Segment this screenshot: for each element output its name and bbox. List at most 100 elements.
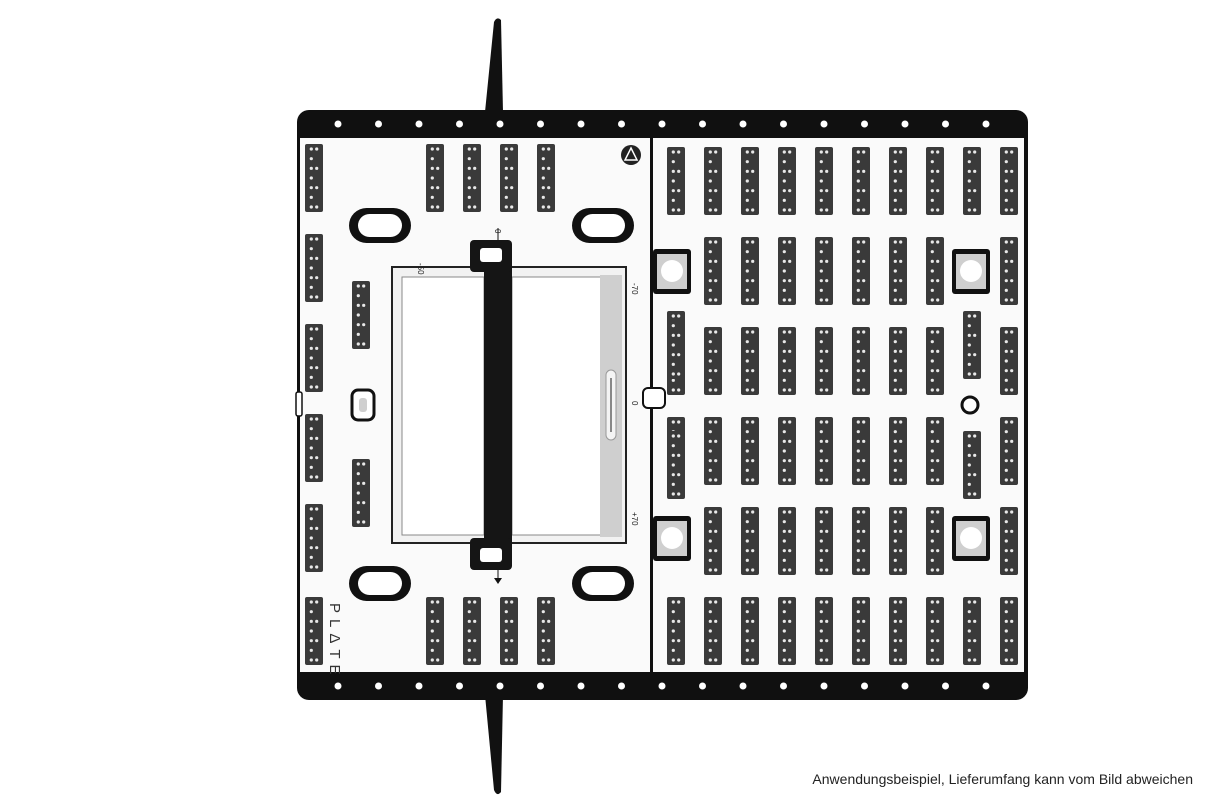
slot-hole <box>893 439 897 443</box>
slot-hole <box>309 276 313 280</box>
slot-hole <box>1010 510 1014 514</box>
slot-hole <box>856 648 860 652</box>
slot-hole <box>856 269 860 273</box>
slot-hole <box>856 478 860 482</box>
slot-hole <box>893 549 897 553</box>
slot-hole <box>967 324 971 328</box>
slot-hole <box>782 610 786 614</box>
slot-hole <box>677 658 681 662</box>
slot-hole <box>1010 208 1014 212</box>
slot-hole <box>930 459 934 463</box>
slot-hole <box>671 629 675 633</box>
slot-hole <box>893 250 897 254</box>
slot-hole <box>430 658 434 662</box>
slot-hole <box>708 340 712 344</box>
slot-hole <box>436 147 440 151</box>
slot-hole <box>677 420 681 424</box>
slot-hole <box>362 520 366 524</box>
slot-body <box>741 597 759 665</box>
slot-hole <box>862 600 866 604</box>
slot-hole <box>788 439 792 443</box>
slot-hole <box>782 549 786 553</box>
slot-hole <box>671 208 675 212</box>
slot-hole <box>309 629 313 633</box>
slot-hole <box>467 619 471 623</box>
slot-hole <box>899 330 903 334</box>
slot-hole <box>788 388 792 392</box>
slot-hole <box>356 491 360 495</box>
slot-hole <box>899 259 903 263</box>
slot-hole <box>825 349 829 353</box>
slot-hole <box>788 349 792 353</box>
slot-hole <box>819 529 823 533</box>
slot-hole <box>745 340 749 344</box>
slot-hole <box>745 269 749 273</box>
slot-hole <box>671 189 675 193</box>
slot-hole <box>782 259 786 263</box>
slot-hole <box>708 468 712 472</box>
slot-hole <box>714 549 718 553</box>
slot-hole <box>973 169 977 173</box>
slot-hole <box>930 629 934 633</box>
slot-hole <box>309 295 313 299</box>
slot-hole <box>930 198 934 202</box>
slot-hole <box>1010 240 1014 244</box>
slot-hole <box>819 629 823 633</box>
slot-hole <box>671 619 675 623</box>
slot-hole <box>309 600 313 604</box>
slot-hole <box>714 388 718 392</box>
slot-body <box>1000 147 1018 215</box>
slot-hole <box>751 298 755 302</box>
slot-hole <box>745 349 749 353</box>
slot <box>305 414 323 482</box>
slot <box>778 237 796 305</box>
slot-hole <box>1004 430 1008 434</box>
slot-hole <box>893 510 897 514</box>
slot-hole <box>930 639 934 643</box>
slot-hole <box>973 619 977 623</box>
slot-body <box>852 507 870 575</box>
slot-hole <box>1004 510 1008 514</box>
slot-hole <box>788 639 792 643</box>
slot <box>537 597 555 665</box>
slot-hole <box>309 166 313 170</box>
rail-hole <box>334 682 342 690</box>
slot-hole <box>782 478 786 482</box>
slot-hole <box>782 169 786 173</box>
slot-hole <box>708 160 712 164</box>
slot-hole <box>930 378 934 382</box>
slot-hole <box>893 240 897 244</box>
slot-hole <box>930 150 934 154</box>
slot-hole <box>819 340 823 344</box>
slot-hole <box>899 510 903 514</box>
slot-hole <box>708 439 712 443</box>
slot-hole <box>745 179 749 183</box>
slot-hole <box>436 205 440 209</box>
scale-label-right-middle: 0 <box>630 401 639 406</box>
slot-hole <box>430 147 434 151</box>
slot-hole <box>315 205 319 209</box>
slot-hole <box>825 240 829 244</box>
slot-hole <box>430 176 434 180</box>
slot-body <box>963 311 981 379</box>
slot-hole <box>473 619 477 623</box>
slot <box>889 417 907 485</box>
slot-hole <box>708 269 712 273</box>
slot <box>815 237 833 305</box>
slot-hole <box>714 619 718 623</box>
slot-hole <box>825 658 829 662</box>
slot-hole <box>1004 259 1008 263</box>
slot-hole <box>825 478 829 482</box>
slot-hole <box>671 362 675 366</box>
slot <box>305 144 323 212</box>
slot-hole <box>1010 439 1014 443</box>
slot-hole <box>671 600 675 604</box>
slot-hole <box>819 468 823 472</box>
slot-hole <box>708 648 712 652</box>
slot-body <box>815 237 833 305</box>
slot-hole <box>745 468 749 472</box>
slot-hole <box>930 169 934 173</box>
slot-hole <box>671 492 675 496</box>
slot-hole <box>745 150 749 154</box>
slot-hole <box>751 478 755 482</box>
